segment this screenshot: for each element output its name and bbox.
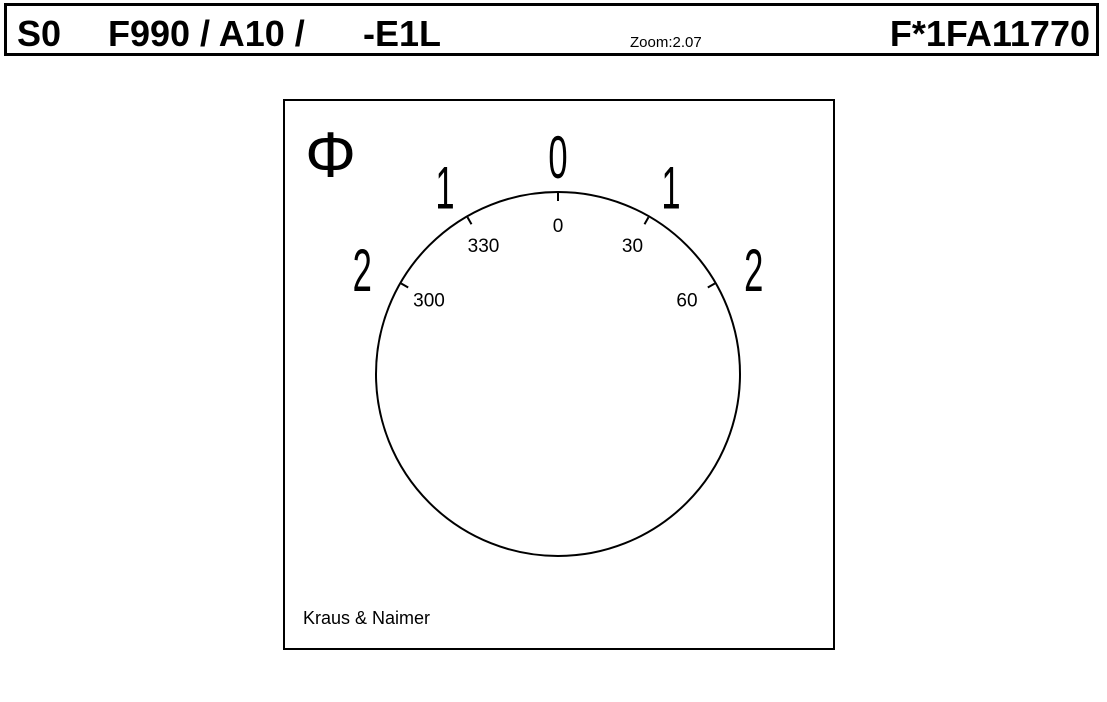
degree-label: 330 [468, 236, 500, 257]
position-label: 1 [661, 156, 680, 222]
dial-circle [375, 191, 741, 557]
series-label: S0 [17, 13, 62, 54]
header-bar: S0 F990 / A10 / -E1L Zoom:2.07 F*1FA1177… [4, 3, 1099, 56]
zoom-level: Zoom:2.07 [630, 34, 702, 51]
brand-label: Kraus & Naimer [303, 608, 430, 628]
degree-label: 60 [676, 291, 697, 312]
position-label: 1 [435, 156, 454, 222]
degree-labels: 300 330 0 30 60 [413, 216, 697, 312]
article-number: F*1FA11770 [889, 13, 1090, 54]
dial-tick [643, 216, 650, 225]
position-label: 2 [353, 238, 372, 304]
dial-tick [400, 282, 409, 289]
degree-label: 300 [413, 291, 445, 312]
variant-code: -E1L [363, 13, 442, 54]
position-label: 0 [548, 125, 567, 191]
degree-label: 30 [622, 236, 643, 257]
tick-marks [400, 193, 716, 289]
type-code: F990 / A10 / [108, 13, 305, 54]
degree-label: 0 [553, 216, 564, 237]
dial-tick [707, 282, 716, 289]
phase-symbol-icon: Φ [305, 119, 356, 191]
position-label: 2 [744, 238, 763, 304]
dial-tick [466, 216, 473, 225]
